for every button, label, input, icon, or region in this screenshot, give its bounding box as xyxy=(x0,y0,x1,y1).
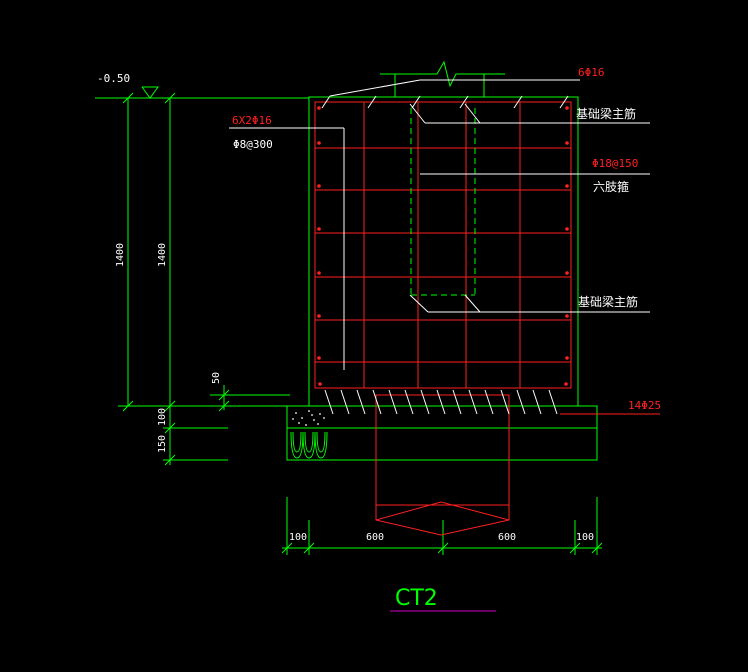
dim-height-outer: 1400 xyxy=(115,243,126,267)
top-rebar-hooks xyxy=(321,79,580,109)
cushion-hatch xyxy=(292,410,325,426)
top-bars-label: 6Φ16 xyxy=(578,66,605,79)
side-stirrup-label: Φ8@300 xyxy=(233,138,273,151)
stirrup-label: Φ18@150 xyxy=(592,157,638,170)
bottom-bars-label: 14Φ25 xyxy=(628,399,661,412)
dim-cover: 50 xyxy=(211,372,222,384)
dim-cushion: 100 xyxy=(157,408,168,426)
dim-bottom-4: 100 xyxy=(576,532,594,543)
drawing-title: CT2 xyxy=(395,586,438,611)
beam-main-top-label: 基础梁主筋 xyxy=(576,106,636,121)
dim-bottom-1: 100 xyxy=(289,532,307,543)
dim-height-inner: 1400 xyxy=(157,243,168,267)
elevation-label: -0.50 xyxy=(97,72,130,85)
base-hatch xyxy=(290,431,328,459)
rebar-dots xyxy=(317,106,569,386)
dim-bottom-3: 600 xyxy=(498,532,516,543)
inner-stirrup-dashed xyxy=(410,108,476,296)
stirrup-type-label: 六肢箍 xyxy=(593,179,629,194)
rebar-cage xyxy=(314,101,572,536)
dim-bottom-2: 600 xyxy=(366,532,384,543)
bottom-rebar-hooks xyxy=(324,389,558,415)
beam-main-bottom-label: 基础梁主筋 xyxy=(578,294,638,309)
leader-lines xyxy=(229,103,650,370)
dim-base: 150 xyxy=(157,435,168,453)
side-bars-label: 6X2Φ16 xyxy=(232,114,272,127)
